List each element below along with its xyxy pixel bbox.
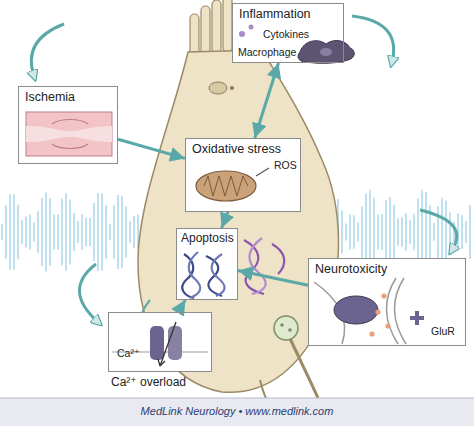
wave-bar [117, 195, 119, 269]
box-title: Neurotoxicity [315, 262, 387, 276]
wave-bar [465, 221, 467, 243]
wave-bar [57, 214, 59, 250]
wave-bar [105, 205, 107, 258]
wave-bar [33, 222, 35, 241]
wave-bar [381, 214, 383, 250]
wave-bar [113, 205, 115, 258]
flow-arrow [178, 300, 185, 312]
wave-bar [469, 205, 471, 259]
wave-bar [413, 214, 415, 250]
wave-bar [353, 215, 355, 249]
mitochondrion [196, 168, 269, 201]
flow-arrow [238, 271, 308, 286]
dna-helix [182, 238, 284, 298]
wave-bar [121, 196, 123, 268]
calcium-channel [112, 322, 208, 366]
footer-text: MedLink Neurology • www.medlink.com [0, 405, 474, 417]
ischemia-box: Ischemia [18, 86, 118, 164]
calcium-box: Ca²⁺Ca²⁺ overload [108, 312, 212, 372]
wave-bar [349, 214, 351, 249]
box-title: Apoptosis [181, 232, 234, 246]
flow-arrow [222, 212, 228, 228]
wave-bar [433, 223, 435, 241]
nucleus [209, 82, 227, 94]
wave-bar [449, 212, 451, 251]
wave-bar [341, 210, 343, 253]
flow-arrow [118, 139, 185, 158]
wave-bar [89, 218, 91, 246]
wave-bar [461, 215, 463, 248]
wave-bar [385, 200, 387, 264]
box-ground [18, 3, 466, 372]
box-title: Ischemia [25, 90, 75, 104]
wave-bar [41, 198, 43, 266]
apoptosis-box: Apoptosis [176, 228, 238, 300]
wave-bar [73, 213, 75, 251]
wave-bar [397, 219, 399, 246]
synapse [314, 278, 424, 344]
wave-bar [61, 199, 63, 266]
wave-bar [361, 207, 363, 258]
box-title: Ca²⁺ [117, 347, 139, 359]
wave-bar [441, 198, 443, 267]
wave-bar [93, 203, 95, 261]
wave-bar [389, 197, 391, 267]
wave-bar [101, 193, 103, 270]
wave-bar [9, 194, 11, 270]
wave-bar [129, 221, 131, 243]
wave-bar [45, 192, 47, 272]
oxidative-stress-box: Oxidative stressROS [185, 138, 301, 212]
wave-bar [49, 198, 51, 265]
neurotoxicity-box: NeurotoxicityGluR [308, 258, 466, 346]
wave-bar [85, 218, 87, 247]
wave-bar [37, 211, 39, 252]
footer-bar [0, 398, 474, 426]
wave-bar [357, 222, 359, 242]
flow-arrow [255, 63, 279, 138]
wave-bar [445, 201, 447, 264]
wave-bar [373, 198, 375, 267]
blood-vessel [26, 112, 112, 156]
wave-bar [409, 220, 411, 244]
inflammation-box: InflammationCytokinesMacrophage [232, 3, 344, 63]
wave-bar [405, 213, 407, 251]
wave-bar [377, 215, 379, 249]
wave-bar [97, 193, 99, 271]
wave-bar [109, 224, 111, 240]
box-title: Inflammation [239, 7, 311, 21]
part-label: Ca²⁺ overload [111, 376, 186, 390]
wave-bar [65, 193, 67, 270]
part-label: GluR [431, 325, 455, 337]
wave-bar [69, 199, 71, 264]
wave-bar [1, 224, 3, 240]
wave-bar [17, 205, 19, 259]
wave-bar [393, 205, 395, 259]
macrophage [298, 41, 354, 64]
wave-bar [29, 214, 31, 249]
wave-bar [133, 216, 135, 248]
wave-bar [125, 207, 127, 258]
part-label: ROS [274, 159, 297, 171]
wave-bar [417, 198, 419, 265]
part-label: Cytokines [263, 28, 309, 40]
wave-bar [21, 220, 23, 245]
wave-bar [53, 214, 55, 250]
wave-bar [81, 214, 83, 250]
part-label: Macrophage [238, 46, 296, 58]
box-title: Oxidative stress [192, 142, 281, 156]
wave-bar [13, 194, 15, 269]
wave-bar [5, 205, 7, 258]
wave-bar [345, 224, 347, 241]
wave-bar [25, 217, 27, 247]
stereocilia [190, 0, 232, 58]
cytokine-dots [239, 25, 254, 38]
wave-bar [77, 221, 79, 243]
wave-bar [401, 217, 403, 246]
